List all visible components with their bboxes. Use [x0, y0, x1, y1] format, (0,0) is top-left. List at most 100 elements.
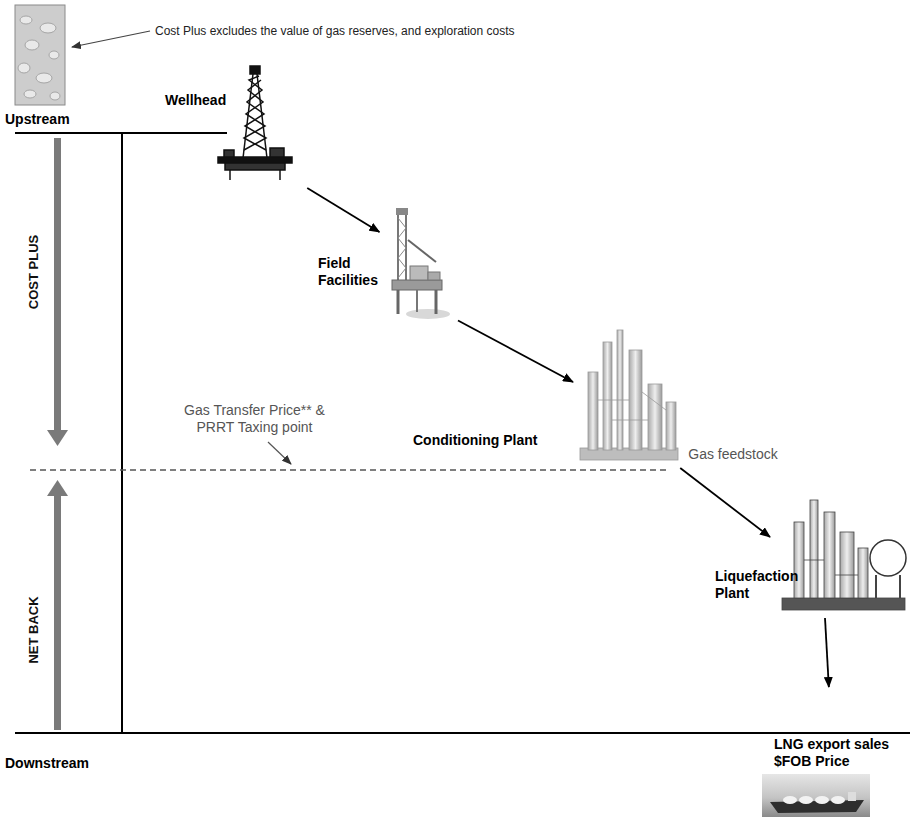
- platform-icon: [396, 208, 408, 215]
- stage-label: Wellhead: [165, 92, 226, 109]
- reserves-texture: [25, 40, 39, 50]
- reserves-texture: [20, 16, 32, 24]
- reserves-texture: [24, 90, 36, 98]
- stage-label: Conditioning Plant: [413, 432, 537, 449]
- derrick-icon: [224, 150, 234, 157]
- net-back-arrow: [47, 480, 68, 496]
- plant-icon: [804, 560, 824, 561]
- process-stage: Wellhead: [160, 68, 315, 185]
- stage-label: LNG export sales $FOB Price: [774, 736, 909, 770]
- reserves-texture: [50, 92, 60, 100]
- reserves-texture: [36, 73, 52, 83]
- net-back-arrow: [54, 494, 61, 730]
- reserves-texture: [40, 23, 56, 33]
- plant-icon: [612, 420, 648, 421]
- process-stage: Conditioning Plant: [408, 385, 683, 465]
- platform-icon: [397, 214, 399, 282]
- reserves-texture: [49, 51, 59, 59]
- stage-label: Liquefaction Plant: [715, 568, 810, 602]
- flow-label: Gas feedstock: [688, 446, 778, 463]
- derrick-icon: [244, 76, 266, 150]
- derrick-icon: [270, 148, 284, 157]
- derrick-icon: [279, 170, 281, 180]
- plant-icon: [899, 575, 901, 598]
- stream-label: Downstream: [5, 755, 89, 772]
- process-stage: Liquefaction Plant: [710, 540, 910, 615]
- ship-photo: [762, 774, 870, 817]
- ship-photo: [799, 796, 813, 804]
- flow-arrow: [825, 618, 829, 687]
- ship-photo: [831, 796, 845, 804]
- reserves-texture: [18, 63, 30, 73]
- note-text: Cost Plus excludes the value of gas rese…: [155, 23, 515, 40]
- plant-icon: [580, 330, 678, 460]
- net-back-arrow: [47, 480, 68, 730]
- plant-icon: [629, 350, 642, 450]
- plant-icon: [642, 392, 666, 410]
- cost-plus-arrow: [47, 138, 68, 446]
- flow-arrow: [307, 188, 379, 232]
- reserves-texture: [15, 5, 65, 105]
- platform-icon: [428, 272, 440, 280]
- taxing-point-line: [30, 469, 670, 471]
- plant-icon: [782, 500, 906, 610]
- leader-line: [72, 31, 150, 47]
- plant-icon: [648, 384, 662, 450]
- derrick-icon: [229, 170, 231, 180]
- derrick-icon: [225, 163, 285, 170]
- derrick-icon: [250, 66, 260, 74]
- axis-label: COST PLUS: [25, 235, 42, 309]
- ship-photo: [783, 796, 797, 804]
- platform-icon: [410, 266, 428, 280]
- stream-frame: [15, 133, 910, 733]
- platform-icon: [435, 290, 438, 314]
- plant-icon: [840, 532, 854, 598]
- plant-icon: [782, 598, 905, 610]
- leader-line: [268, 442, 291, 464]
- plant-icon: [603, 342, 612, 450]
- plant-icon: [598, 400, 629, 401]
- process-stage: Field Facilities: [315, 235, 455, 325]
- plant-icon: [875, 575, 877, 598]
- stream-label: Upstream: [5, 111, 70, 128]
- ship-photo: [848, 792, 856, 801]
- plant-icon: [858, 548, 868, 598]
- plant-icon: [870, 540, 906, 576]
- cost-plus-arrow: [54, 138, 61, 432]
- platform-icon: [406, 309, 450, 319]
- flow-arrow: [680, 468, 770, 537]
- stream-frame: [121, 133, 123, 733]
- derrick-icon: [218, 66, 292, 180]
- derrick-icon: [218, 157, 292, 163]
- platform-icon: [416, 290, 418, 312]
- plant-icon: [835, 575, 858, 576]
- derrick-icon: [244, 80, 266, 150]
- ship-photo: [815, 796, 829, 804]
- plant-icon: [794, 522, 804, 598]
- platform-icon: [397, 290, 400, 314]
- plant-icon: [666, 402, 676, 450]
- platform-icon: [398, 218, 406, 278]
- reserves-texture: [15, 5, 65, 105]
- stream-frame: [15, 732, 910, 734]
- platform-icon: [392, 208, 450, 319]
- plant-icon: [810, 500, 818, 598]
- process-stage: LNG export sales $FOB Price: [760, 690, 913, 817]
- axis-label: NET BACK: [25, 596, 42, 663]
- platform-icon: [392, 280, 442, 290]
- plant-icon: [588, 372, 598, 450]
- cost-plus-arrow: [47, 430, 68, 446]
- plant-icon: [824, 512, 835, 598]
- plant-icon: [617, 330, 623, 450]
- flow-arrow: [458, 321, 573, 383]
- stage-label: Field Facilities: [318, 255, 393, 289]
- platform-icon: [408, 240, 436, 262]
- callout-text: Gas Transfer Price** & PRRT Taxing point: [172, 402, 337, 436]
- ship-photo: [762, 774, 870, 817]
